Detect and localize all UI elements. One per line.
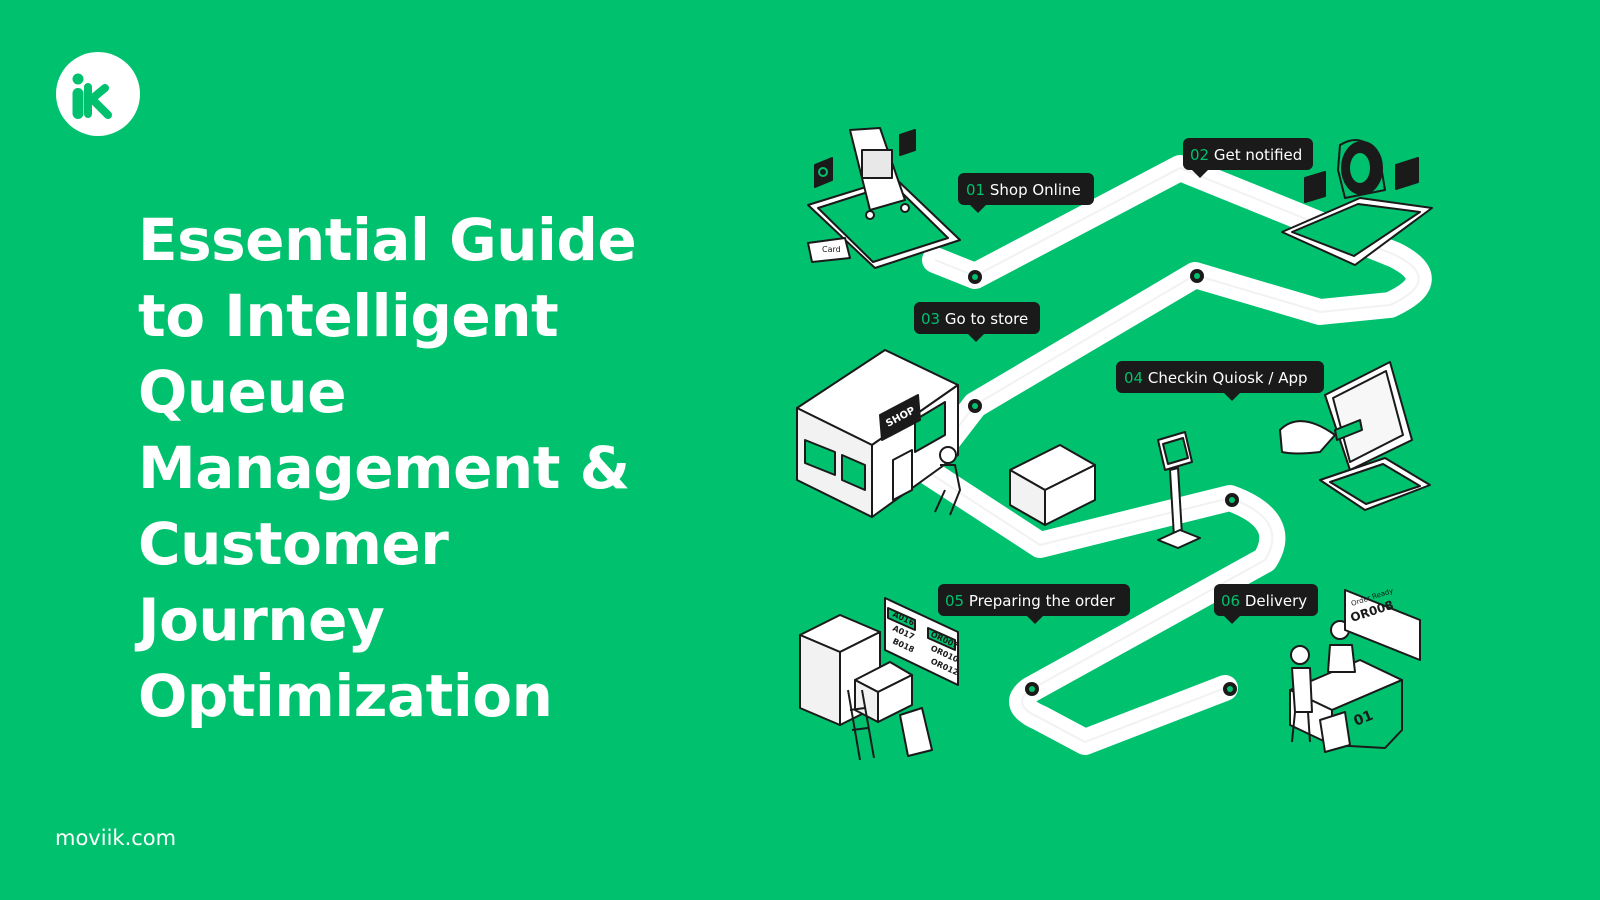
counter-number: 01 [1352,708,1376,730]
page-title: Essential Guide to Intelligent Queue Man… [138,202,637,734]
step-label-05: 05 Preparing the order [938,584,1130,624]
step-label-06: 06 Delivery [1214,584,1318,624]
svg-text:01 Shop Online: 01 Shop Online [966,181,1081,199]
delivery-scene [1289,589,1421,753]
svg-text:03 Go to store: 03 Go to store [921,310,1028,328]
step-number: 05 [945,592,964,610]
checkin-scene [1157,361,1431,549]
step-text: Delivery [1245,592,1307,610]
store-scene: SHOP [796,349,1096,526]
step-number: 03 [921,310,940,328]
title-line: Optimization [138,662,553,730]
step-text: Get notified [1214,146,1302,164]
journey-illustration: Card SHOP [796,127,1433,761]
svg-text:06 Delivery: 06 Delivery [1221,592,1307,610]
step-number: 01 [966,181,985,199]
card-label: Card [822,245,841,254]
step-number: 04 [1124,369,1143,387]
brand-logo [56,52,140,136]
svg-text:05 Preparing the order: 05 Preparing the order [945,592,1116,610]
journey-road [912,155,1432,755]
svg-text:04 Checkin Quiosk / App: 04 Checkin Quiosk / App [1124,369,1308,387]
title-line: Journey [138,586,385,654]
title-line: Management & [138,434,630,502]
moviik-k-icon [72,73,112,119]
title-line: Essential Guide [138,206,637,274]
road-nodes [968,269,1239,696]
step-text: Shop Online [990,181,1081,199]
get-notified-scene [1281,139,1433,266]
step-label-04: 04 Checkin Quiosk / App [1116,361,1324,401]
website-link[interactable]: moviik.com [55,826,177,850]
title-line: Customer [138,510,449,578]
step-number: 02 [1190,146,1209,164]
step-text: Preparing the order [969,592,1116,610]
step-text: Go to store [945,310,1028,328]
shop-online-scene: Card [807,127,961,269]
preparing-scene [799,597,959,761]
step-text: Checkin Quiosk / App [1148,369,1308,387]
svg-text:02 Get notified: 02 Get notified [1190,146,1302,164]
step-label-02: 02 Get notified [1183,138,1313,178]
title-line: Queue [138,358,347,426]
step-label-01: 01 Shop Online [958,173,1094,213]
step-label-03: 03 Go to store [914,302,1040,342]
step-number: 06 [1221,592,1240,610]
title-line: to Intelligent [138,282,559,350]
